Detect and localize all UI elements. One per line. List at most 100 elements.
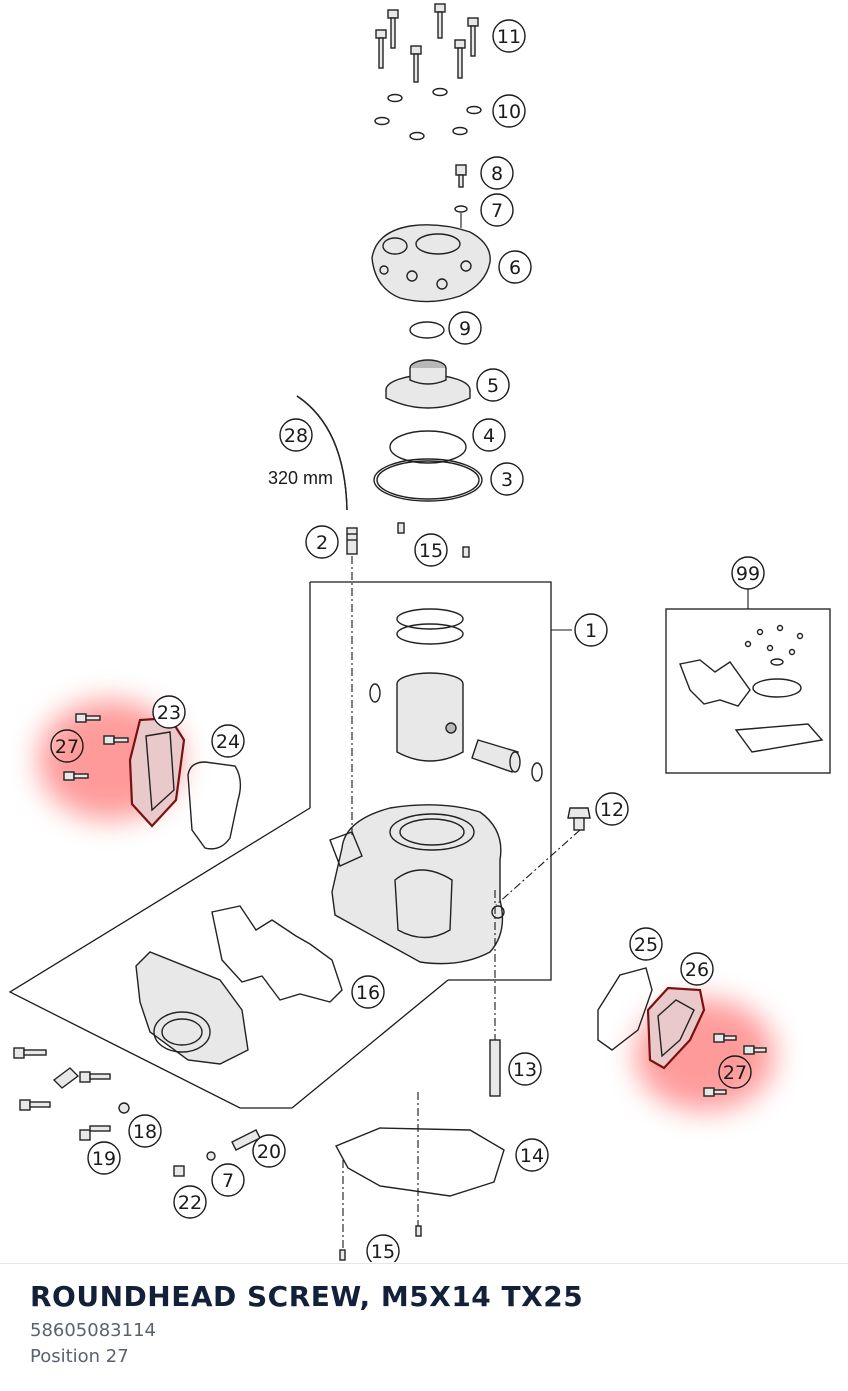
part-piston-rings[interactable]	[396, 608, 464, 645]
callout-label: 22	[178, 1192, 202, 1214]
callout-c-13[interactable]: 13	[508, 1052, 542, 1086]
callout-label: 18	[133, 1121, 157, 1143]
callout-label: 1	[585, 620, 597, 642]
part-bolt-12[interactable]	[567, 807, 591, 831]
callout-label: 23	[157, 702, 181, 724]
part-reed-gasket[interactable]	[211, 905, 343, 1003]
part-dowel-pin[interactable]	[462, 546, 470, 558]
callout-c-23[interactable]: 23	[152, 695, 186, 729]
part-info-footer: ROUNDHEAD SCREW, M5X14 TX25 58605083114 …	[0, 1263, 848, 1391]
part-title: ROUNDHEAD SCREW, M5X14 TX25	[30, 1280, 584, 1313]
part-washers[interactable]	[374, 87, 482, 141]
callout-c-12[interactable]: 12	[595, 792, 629, 826]
callout-c-3[interactable]: 3	[490, 462, 524, 496]
callout-label: 7	[491, 200, 503, 222]
callout-c-20[interactable]: 20	[252, 1134, 286, 1168]
part-o-ring-4[interactable]	[389, 430, 467, 464]
part-cylinder[interactable]	[329, 804, 505, 965]
callout-label: 24	[216, 731, 240, 753]
part-base-gasket[interactable]	[335, 1127, 505, 1197]
part-gasket-25[interactable]	[597, 967, 653, 1051]
callout-c-5[interactable]: 5	[476, 368, 510, 402]
part-piston-pin[interactable]	[471, 739, 521, 773]
part-position: Position 27	[30, 1346, 129, 1367]
callout-c-15a[interactable]: 15	[414, 533, 448, 567]
kit-box-intake	[8, 807, 311, 1109]
callout-c-99[interactable]: 99	[731, 556, 765, 590]
part-small-bolt[interactable]	[454, 164, 468, 228]
callout-c-15b[interactable]: 15	[366, 1234, 400, 1262]
part-gasket-24[interactable]	[187, 761, 242, 850]
callout-label: 25	[634, 934, 658, 956]
callout-label: 27	[55, 736, 79, 758]
part-chamber-insert[interactable]	[385, 359, 471, 409]
callout-label: 7	[222, 1170, 234, 1192]
callout-c-26[interactable]: 26	[680, 952, 714, 986]
callout-label: 19	[92, 1148, 116, 1170]
part-head-cover[interactable]	[371, 224, 491, 303]
part-dowel-pin[interactable]	[397, 522, 405, 534]
callout-c-9[interactable]: 9	[448, 311, 482, 345]
callout-label: 9	[459, 318, 471, 340]
exploded-parts-diagram: 320 mm	[8, 3, 831, 1262]
callout-c-6[interactable]: 6	[498, 250, 532, 284]
callout-c-25[interactable]: 25	[629, 927, 663, 961]
callout-c-7a[interactable]: 7	[480, 193, 514, 227]
part-number: 58605083114	[30, 1320, 156, 1341]
callout-label: 15	[419, 540, 443, 562]
part-intake-manifold[interactable]	[135, 951, 249, 1065]
callout-c-11[interactable]: 11	[492, 19, 526, 53]
callout-c-19[interactable]: 19	[87, 1141, 121, 1175]
part-stud[interactable]	[489, 1039, 501, 1097]
callout-c-14[interactable]: 14	[515, 1138, 549, 1172]
callout-c-24[interactable]: 24	[211, 724, 245, 758]
callout-c-16[interactable]: 16	[351, 975, 385, 1009]
part-piston-clip[interactable]	[369, 683, 381, 703]
callout-label: 28	[284, 425, 308, 447]
callout-c-8[interactable]: 8	[480, 156, 514, 190]
part-dowel-pin[interactable]	[339, 1249, 346, 1261]
callout-layer: 11 10 8 7 6 9 5 43 28 2 15 1 99 23 27 24 12 25 26 16 27 13 18 1…	[50, 19, 765, 1262]
part-o-ring-3[interactable]	[373, 458, 483, 502]
part-piston-clip[interactable]	[531, 762, 543, 782]
kit-box-99[interactable]	[665, 589, 831, 774]
callout-label: 6	[509, 257, 521, 279]
callout-label: 13	[513, 1059, 537, 1081]
part-head-bolts[interactable]	[375, 3, 479, 83]
callout-label: 26	[685, 959, 709, 981]
part-dowel-pin[interactable]	[415, 1225, 422, 1237]
part-power-valve-cover-left[interactable]	[128, 716, 186, 828]
callout-c-28[interactable]: 28	[279, 418, 313, 452]
callout-label: 10	[497, 101, 521, 123]
callout-c-1[interactable]: 1	[574, 613, 608, 647]
callout-label: 16	[356, 982, 380, 1004]
callout-c-10[interactable]: 10	[492, 94, 526, 128]
callout-c-22[interactable]: 22	[173, 1185, 207, 1219]
part-power-valve-cover-right[interactable]	[646, 986, 706, 1070]
callout-label: 12	[600, 799, 624, 821]
callout-label: 3	[501, 469, 513, 491]
part-fitting[interactable]	[346, 527, 358, 555]
hose-length-label: 320 mm	[268, 468, 333, 488]
callout-c-2[interactable]: 2	[305, 525, 339, 559]
part-piston[interactable]	[396, 672, 464, 762]
callout-c-4[interactable]: 4	[472, 418, 506, 452]
callout-label: 27	[723, 1062, 747, 1084]
callout-c-18[interactable]: 18	[128, 1114, 162, 1148]
callout-c-27a[interactable]: 27	[50, 729, 84, 763]
part-hose[interactable]	[296, 395, 348, 511]
callout-label: 5	[487, 375, 499, 397]
callout-label: 11	[497, 26, 521, 48]
part-o-ring[interactable]	[409, 321, 445, 339]
part-roundhead-screw-left[interactable]	[63, 713, 129, 781]
callout-label: 8	[491, 163, 503, 185]
callout-label: 99	[736, 563, 760, 585]
callout-c-7b[interactable]: 7	[211, 1163, 245, 1197]
callout-label: 14	[520, 1145, 544, 1167]
part-roundhead-screw-right[interactable]	[703, 1033, 767, 1097]
part-intake-bolts[interactable]	[13, 1047, 261, 1177]
callout-c-27b[interactable]: 27	[718, 1055, 752, 1089]
callout-label: 15	[371, 1241, 395, 1262]
kit-box-1	[310, 581, 552, 981]
callout-label: 4	[483, 425, 495, 447]
